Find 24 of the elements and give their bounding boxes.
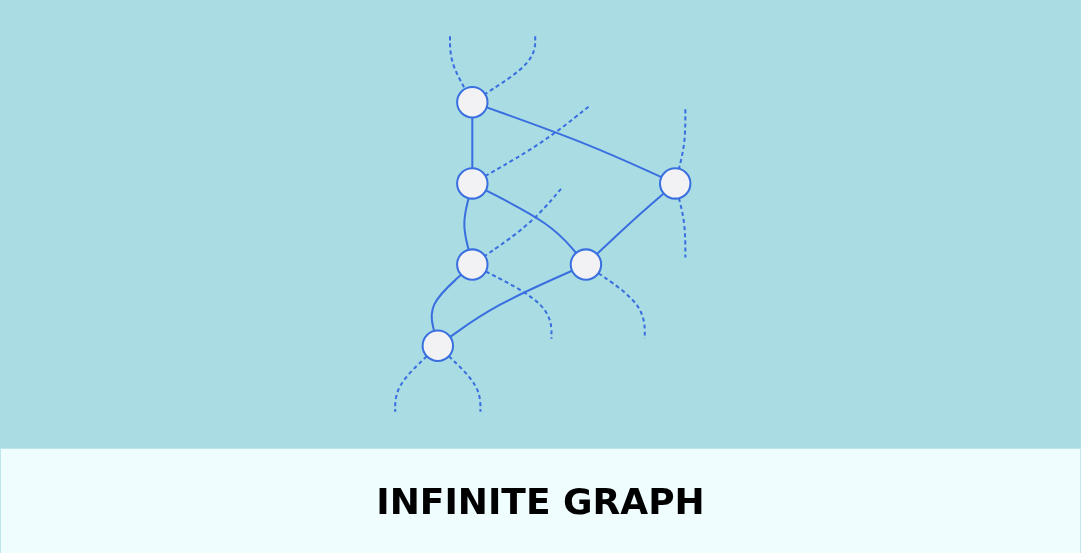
connector [678, 109, 687, 169]
node-circle [421, 329, 455, 362]
connector [485, 189, 578, 254]
title: INFINITE GRAPH [376, 480, 705, 522]
connector [485, 270, 553, 339]
connector [484, 188, 563, 257]
node-circle [569, 248, 603, 281]
connector [394, 355, 428, 412]
node-circle [659, 167, 692, 200]
connector [678, 197, 687, 258]
connector [596, 192, 665, 255]
node-circle [456, 167, 489, 200]
connector [463, 197, 470, 251]
connector [486, 106, 662, 179]
connector [430, 274, 462, 332]
connector [484, 36, 537, 95]
connector [449, 269, 573, 338]
connector [598, 272, 646, 339]
connector [485, 105, 590, 177]
connector [449, 36, 467, 90]
connector [471, 117, 474, 169]
connector [448, 355, 482, 412]
node-circle [456, 248, 489, 281]
node-circle [456, 86, 489, 119]
